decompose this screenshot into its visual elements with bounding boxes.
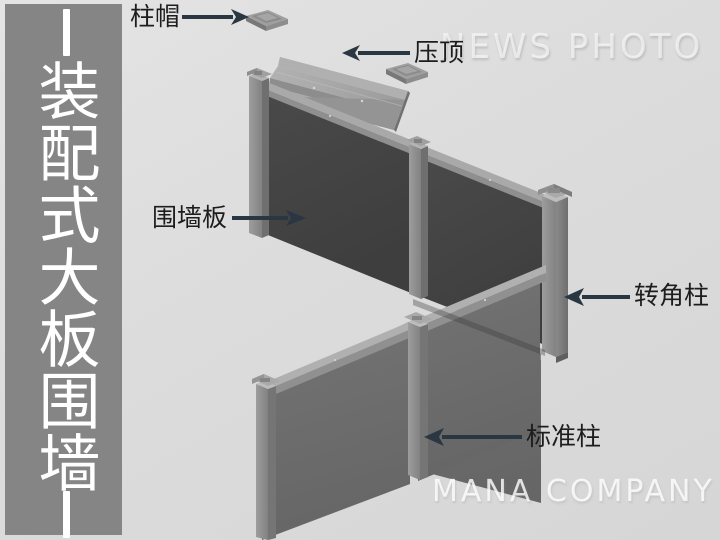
corner-column [538,184,572,363]
exploded-column-cap-left [246,10,288,31]
label-coping: 压顶 [414,38,465,67]
title-dash-top [63,9,70,56]
title-band: 装配式大板围墙 [5,4,122,538]
vertical-title: 装配式大板围墙 [5,59,122,493]
label-standard-column: 标准柱 [526,422,602,451]
standard-column-back-left [247,68,272,238]
standard-column-back-mid [407,136,431,299]
label-column-cap: 柱帽 [130,2,181,31]
arrow-column-cap [182,9,249,25]
arrow-corner-column [564,288,630,306]
corner-inner-shadow [413,299,545,356]
label-corner-column: 转角柱 [634,281,710,310]
annotation-arrows [182,9,630,446]
coping-front-run [257,265,546,402]
standard-column-front-mid [404,312,432,480]
exploded-column-cap-right [386,63,428,84]
arrow-wall-panel [232,210,306,226]
coping-back-run [252,76,551,211]
label-wall-panel: 围墙板 [152,203,228,232]
vertical-title-text: 装配式大板围墙 [27,59,101,493]
arrow-coping [342,45,410,61]
standard-column-front-left [252,374,280,540]
title-dash-bottom [63,491,70,538]
wall-panel-front-run [262,276,540,540]
arrow-standard-column [424,428,522,446]
